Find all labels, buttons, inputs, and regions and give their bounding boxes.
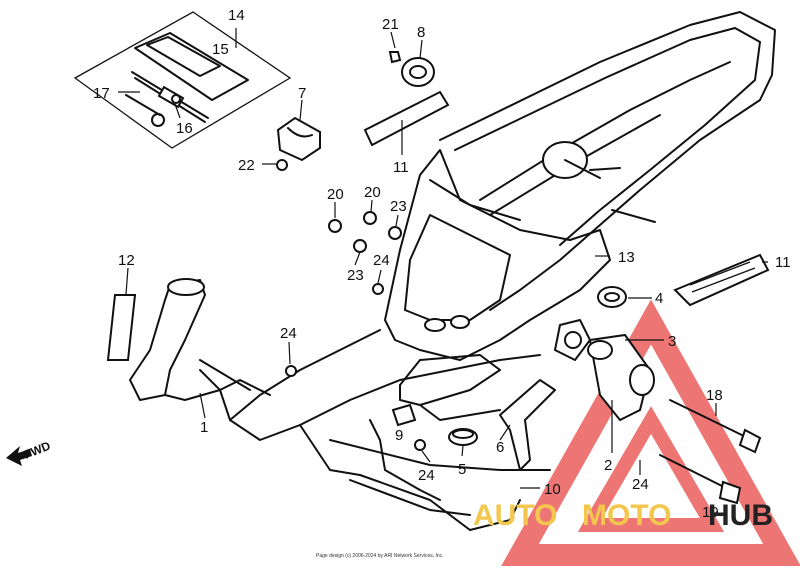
callout-15: 15 bbox=[212, 41, 229, 58]
strip-part-11 bbox=[363, 90, 450, 147]
callout-24-a: 24 bbox=[373, 252, 390, 269]
clip-part-7 bbox=[276, 116, 321, 162]
grommet-part-5 bbox=[448, 428, 478, 446]
callout-21: 21 bbox=[382, 16, 399, 33]
bolt-part-19 bbox=[659, 454, 742, 505]
callout-10: 10 bbox=[544, 481, 561, 498]
callout-1: 1 bbox=[200, 419, 208, 436]
watermark-auto: AUTO bbox=[473, 499, 557, 532]
callout-24-d: 24 bbox=[632, 476, 649, 493]
callout-9: 9 bbox=[395, 427, 403, 444]
callout-2: 2 bbox=[604, 457, 612, 474]
copyright-text: Page design (c) 2006-2024 by ARI Network… bbox=[316, 553, 444, 559]
leader-lines bbox=[118, 28, 768, 489]
callout-3: 3 bbox=[668, 333, 676, 350]
watermark-hub: HUB bbox=[708, 499, 773, 532]
grommet-part-4 bbox=[597, 286, 627, 308]
callouts: 14 15 17 16 21 8 7 22 11 20 20 23 23 24 … bbox=[93, 7, 791, 521]
watermark-logo: AUTO MOTO HUB bbox=[473, 499, 773, 532]
side-plate-part-11 bbox=[673, 253, 770, 307]
callout-11-right: 11 bbox=[775, 254, 791, 271]
callout-18: 18 bbox=[706, 387, 723, 404]
callout-23-upper: 23 bbox=[390, 198, 407, 215]
engine-hanger-parts-2-3 bbox=[587, 333, 655, 422]
watermark-moto: MOTO bbox=[582, 499, 671, 532]
callout-8: 8 bbox=[417, 24, 425, 41]
grommet-part-8 bbox=[401, 57, 435, 87]
callout-22: 22 bbox=[238, 157, 255, 174]
callout-12: 12 bbox=[118, 252, 135, 269]
callout-6: 6 bbox=[496, 439, 504, 456]
fwd-arrow: FWD bbox=[6, 438, 53, 466]
callout-17: 17 bbox=[93, 85, 110, 102]
callout-11-upper: 11 bbox=[393, 159, 409, 176]
bracket-part-6 bbox=[499, 379, 556, 471]
fwd-label: FWD bbox=[22, 438, 53, 461]
callout-24-b: 24 bbox=[280, 325, 297, 342]
watermark-triangle bbox=[501, 299, 800, 566]
callout-16: 16 bbox=[176, 120, 193, 137]
strip-part-12 bbox=[106, 294, 137, 361]
callout-13: 13 bbox=[618, 249, 635, 266]
callout-7: 7 bbox=[298, 85, 306, 102]
callout-20-left: 20 bbox=[327, 186, 344, 203]
callout-19: 19 bbox=[702, 504, 719, 521]
callout-24-c: 24 bbox=[418, 467, 435, 484]
tool-kit-box bbox=[73, 11, 292, 149]
callout-5: 5 bbox=[458, 461, 466, 478]
callout-20-right: 20 bbox=[364, 184, 381, 201]
bracket-part-9 bbox=[391, 403, 417, 427]
bracket-part-10 bbox=[369, 419, 441, 501]
callout-23-lower: 23 bbox=[347, 267, 364, 284]
small-fasteners bbox=[276, 51, 426, 451]
frame-body bbox=[129, 11, 776, 531]
callout-14: 14 bbox=[228, 7, 245, 24]
callout-4: 4 bbox=[655, 290, 663, 307]
bolt-part-18 bbox=[669, 399, 762, 454]
